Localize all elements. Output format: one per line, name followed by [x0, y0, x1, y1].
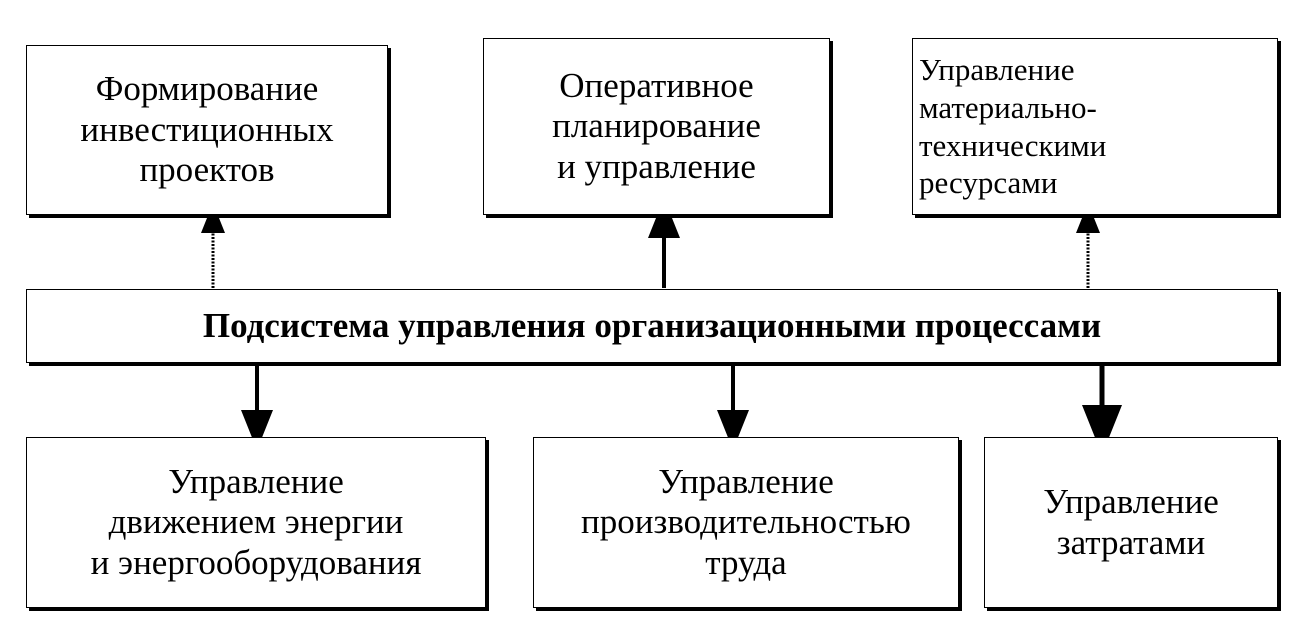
box-labor-productivity: Управление производительностью труда — [533, 437, 959, 608]
box-line: Управление — [658, 461, 834, 501]
box-line: техническими — [919, 127, 1107, 163]
box-line: Управление — [919, 51, 1075, 87]
box-energy-management: Управление движением энергии и энергообо… — [26, 437, 486, 608]
box-line: Формирование — [95, 69, 319, 109]
box-line: труда — [705, 542, 787, 582]
box-line: и управление — [557, 146, 756, 186]
center-title: Подсистема управления организационными п… — [202, 305, 1102, 345]
box-line: затратами — [1056, 522, 1206, 562]
box-operational-planning: Оперативное планирование и управление — [483, 38, 830, 215]
box-line: Управление — [1043, 481, 1219, 521]
box-line: и энергооборудования — [90, 542, 422, 582]
box-line: планирование — [552, 106, 761, 146]
box-cost-management: Управление затратами — [984, 437, 1278, 608]
box-center-subsystem: Подсистема управления организационными п… — [26, 289, 1278, 363]
box-investment-projects: Формирование инвестиционных проектов — [26, 45, 388, 215]
box-line: Управление — [168, 461, 344, 501]
box-line: производительностью — [581, 502, 911, 542]
box-line: инвестиционных — [80, 109, 334, 149]
box-line: проектов — [139, 150, 275, 190]
box-line: материально- — [919, 89, 1097, 125]
box-line: движением энергии — [108, 502, 404, 542]
box-line: Оперативное — [559, 65, 754, 105]
box-material-resources: Управление материально- техническими рес… — [912, 38, 1278, 215]
box-line: ресурсами — [919, 165, 1058, 201]
